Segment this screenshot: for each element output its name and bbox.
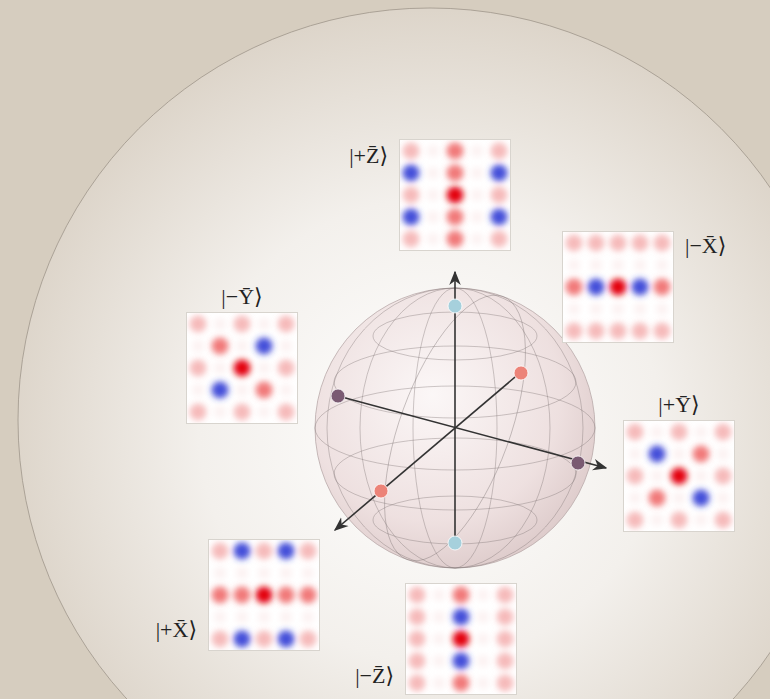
state-label: |−Ȳ⟩: [221, 285, 262, 309]
backdrop: [18, 8, 770, 699]
wigner-heatmap: [400, 140, 510, 250]
wigner-plot: |−X̄⟩: [563, 232, 673, 342]
wigner-plot: |+Z̄⟩: [400, 140, 510, 250]
wigner-plot: |−Ȳ⟩: [187, 313, 297, 423]
state-label: |+Ȳ⟩: [658, 393, 699, 417]
state-label: |+Z̄⟩: [349, 144, 388, 168]
wigner-heatmap: [563, 232, 673, 342]
wigner-heatmap: [406, 584, 516, 694]
state-dots: [331, 299, 585, 550]
state-label: |−Z̄⟩: [355, 664, 394, 688]
wigner-plot: |−Z̄⟩: [406, 584, 516, 694]
wigner-heatmap: [187, 313, 297, 423]
wigner-heatmap: [624, 421, 734, 531]
wigner-plot: |+X̄⟩: [209, 540, 319, 650]
state-label: |+X̄⟩: [156, 618, 197, 642]
state-label: |−X̄⟩: [685, 234, 726, 258]
wigner-plot: |+Ȳ⟩: [624, 421, 734, 531]
wigner-heatmap: [209, 540, 319, 650]
